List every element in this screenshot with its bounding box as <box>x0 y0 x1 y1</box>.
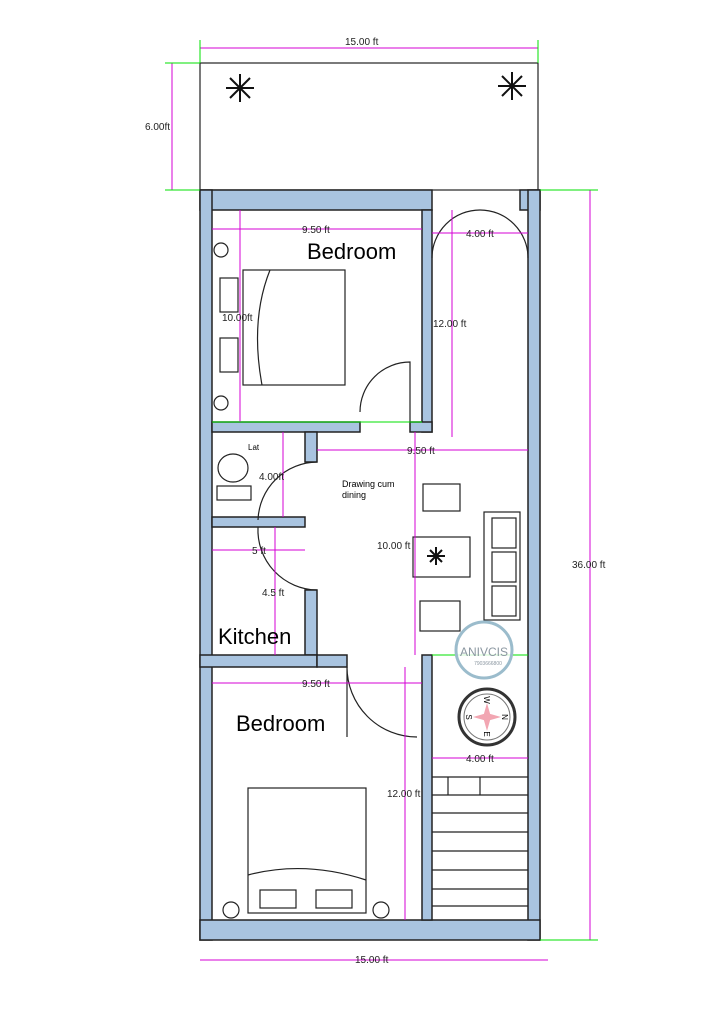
dim-stair-width: 4.00 ft <box>466 754 494 765</box>
room-label-drawing-2: dining <box>342 490 366 500</box>
watermark-phone: 7903666800 <box>474 661 502 667</box>
watermark-brand: ANIVCIS <box>460 645 508 659</box>
dim-lat-depth: 4.00ft <box>259 472 284 483</box>
balcony <box>199 62 539 191</box>
doors <box>257 209 529 738</box>
room-label-bedroom1: Bedroom <box>307 239 396 264</box>
dim-kitchen-depth: 4.5 ft <box>262 588 284 599</box>
dim-bedroom1-width: 9.50 ft <box>302 225 330 236</box>
dimension-lines <box>165 40 598 961</box>
sofa-set <box>412 483 521 632</box>
dim-total-length: 36.00 ft <box>572 560 606 571</box>
room-label-kitchen: Kitchen <box>218 624 291 649</box>
svg-text:E: E <box>482 731 491 736</box>
compass-icon: W N S E <box>457 687 517 747</box>
dim-passage-width: 4.00 ft <box>466 229 494 240</box>
svg-text:N: N <box>500 714 509 720</box>
svg-text:W: W <box>482 696 491 704</box>
bed-top <box>213 242 346 411</box>
room-label-lat: Lat <box>248 443 260 452</box>
dim-passage-length: 12.00 ft <box>433 319 467 330</box>
watermark-logo: ANIVCIS 7903666800 <box>454 620 514 680</box>
staircase <box>432 776 528 907</box>
dim-bedroom2-width: 9.50 ft <box>302 679 330 690</box>
room-label-drawing-1: Drawing cum <box>342 479 395 489</box>
dim-balcony-depth: 6.00ft <box>145 122 170 133</box>
dim-kitchen-width: 5 ft <box>252 546 266 557</box>
plant-icon <box>226 72 526 102</box>
toilet-icon <box>216 453 252 501</box>
svg-text:S: S <box>464 714 473 719</box>
dim-top-width: 15.00 ft <box>345 37 379 48</box>
bed-bottom <box>222 787 390 919</box>
walls <box>199 189 541 941</box>
dim-bottom-width: 15.00 ft <box>355 955 389 966</box>
dim-bedroom1-depth: 10.00ft <box>222 313 253 324</box>
dim-bedroom2-depth: 12.00 ft <box>387 789 421 800</box>
room-label-bedroom2: Bedroom <box>236 711 325 736</box>
dim-drawing-depth: 10.00 ft <box>377 541 411 552</box>
dim-drawing-width: 9.50 ft <box>407 446 435 457</box>
